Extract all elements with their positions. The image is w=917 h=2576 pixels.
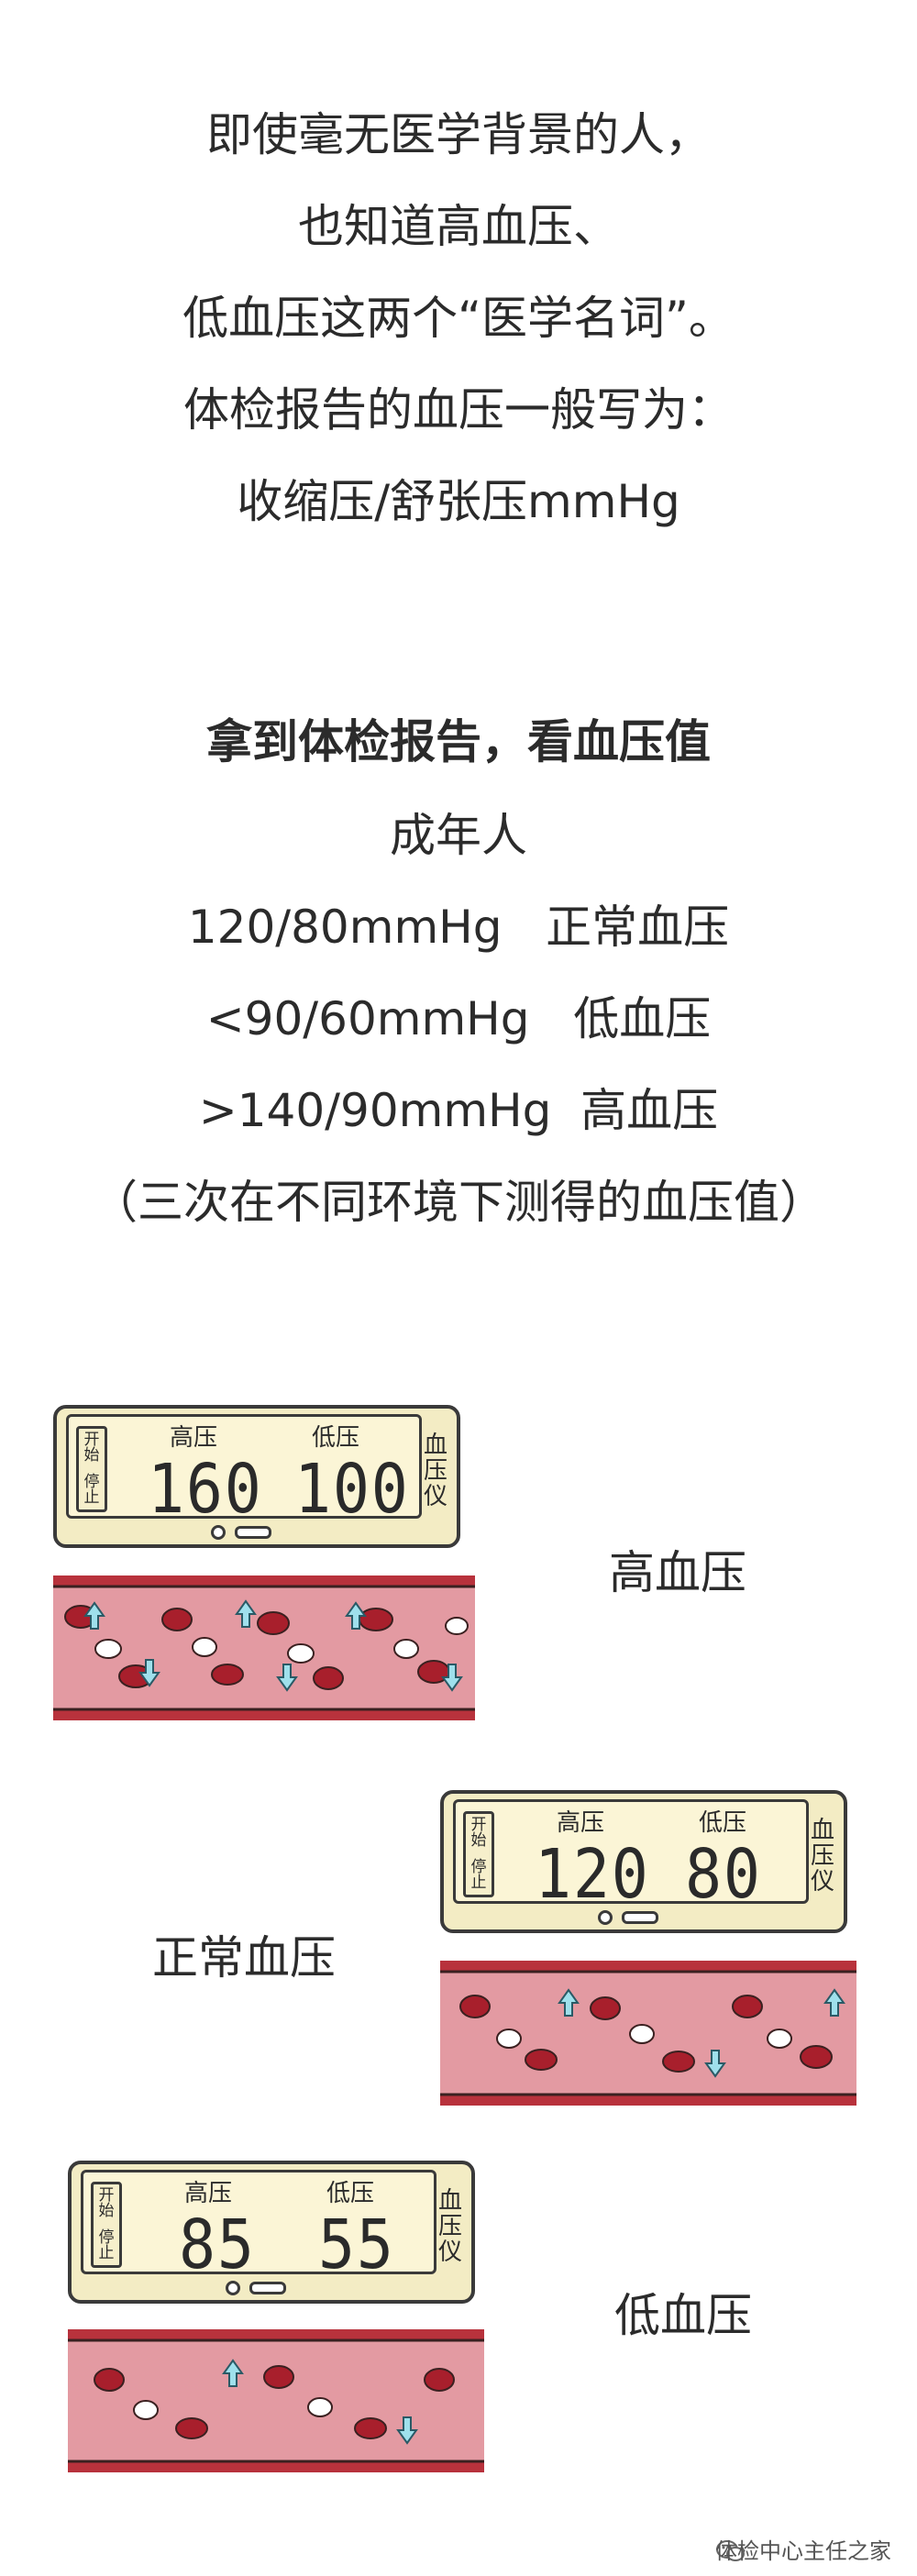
values-row-high: >140/90mmHg 高血压 <box>198 1084 719 1137</box>
start-stop-button: 开始 停止 <box>76 1426 107 1512</box>
values-note: （三次在不同环境下测得的血压值） <box>92 1176 825 1229</box>
values-row-low: <90/60mmHg 低血压 <box>205 992 712 1045</box>
high-label: 高压 <box>170 1424 218 1452</box>
device-name: 血压仪 <box>437 2187 462 2266</box>
example-label-low: 低血压 <box>614 2289 752 2342</box>
start-label: 开始 <box>98 2186 115 2220</box>
start-label: 开始 <box>470 1816 487 1850</box>
stop-label: 停止 <box>83 1473 100 1507</box>
high-label: 高压 <box>184 2180 233 2207</box>
intro-line-3: 低血压这两个“医学名词”。 <box>182 292 735 345</box>
intro-line-1: 即使毫无医学背景的人， <box>206 108 711 161</box>
high-value: 120 <box>535 1835 650 1914</box>
values-heading: 拿到体检报告，看血压值 <box>206 715 711 768</box>
example-label-normal: 正常血压 <box>152 1931 336 1985</box>
stop-label: 停止 <box>470 1858 487 1892</box>
low-label: 低压 <box>326 2180 375 2207</box>
bp-monitor-normal: 开始 停止 高压 低压 120 80 血压仪 <box>440 1790 847 1939</box>
low-label: 低压 <box>312 1424 360 1452</box>
example-label-high: 高血压 <box>609 1546 746 1599</box>
watermark-text: 体检中心主任之家 <box>715 2538 891 2564</box>
low-value: 100 <box>294 1450 410 1529</box>
high-label: 高压 <box>557 1809 605 1837</box>
blood-vessel-high <box>53 1575 475 1720</box>
start-stop-button: 开始 停止 <box>91 2182 122 2268</box>
low-value: 80 <box>685 1835 762 1914</box>
start-label: 开始 <box>83 1431 100 1465</box>
intro-line-5: 收缩压/舒张压mmHg <box>237 475 680 528</box>
intro-line-4: 体检报告的血压一般写为： <box>183 383 734 437</box>
high-value: 160 <box>148 1450 263 1529</box>
low-value: 55 <box>318 2206 395 2284</box>
blood-vessel-low <box>68 2329 484 2472</box>
values-group: 成年人 <box>390 809 527 862</box>
device-name: 血压仪 <box>810 1817 834 1896</box>
bp-monitor-high: 开始 停止 高压 低压 160 100 血压仪 <box>53 1405 460 1553</box>
wechat-icon <box>716 2540 745 2561</box>
bp-monitor-low: 开始 停止 高压 低压 85 55 血压仪 <box>68 2161 475 2309</box>
stop-label: 停止 <box>98 2228 115 2262</box>
start-stop-button: 开始 停止 <box>463 1811 494 1897</box>
values-row-normal: 120/80mmHg 正常血压 <box>187 901 730 954</box>
low-label: 低压 <box>699 1809 747 1837</box>
device-name: 血压仪 <box>423 1432 447 1510</box>
blood-vessel-normal <box>440 1961 856 2106</box>
intro-line-2: 也知道高血压、 <box>298 200 619 253</box>
high-value: 85 <box>179 2206 256 2284</box>
